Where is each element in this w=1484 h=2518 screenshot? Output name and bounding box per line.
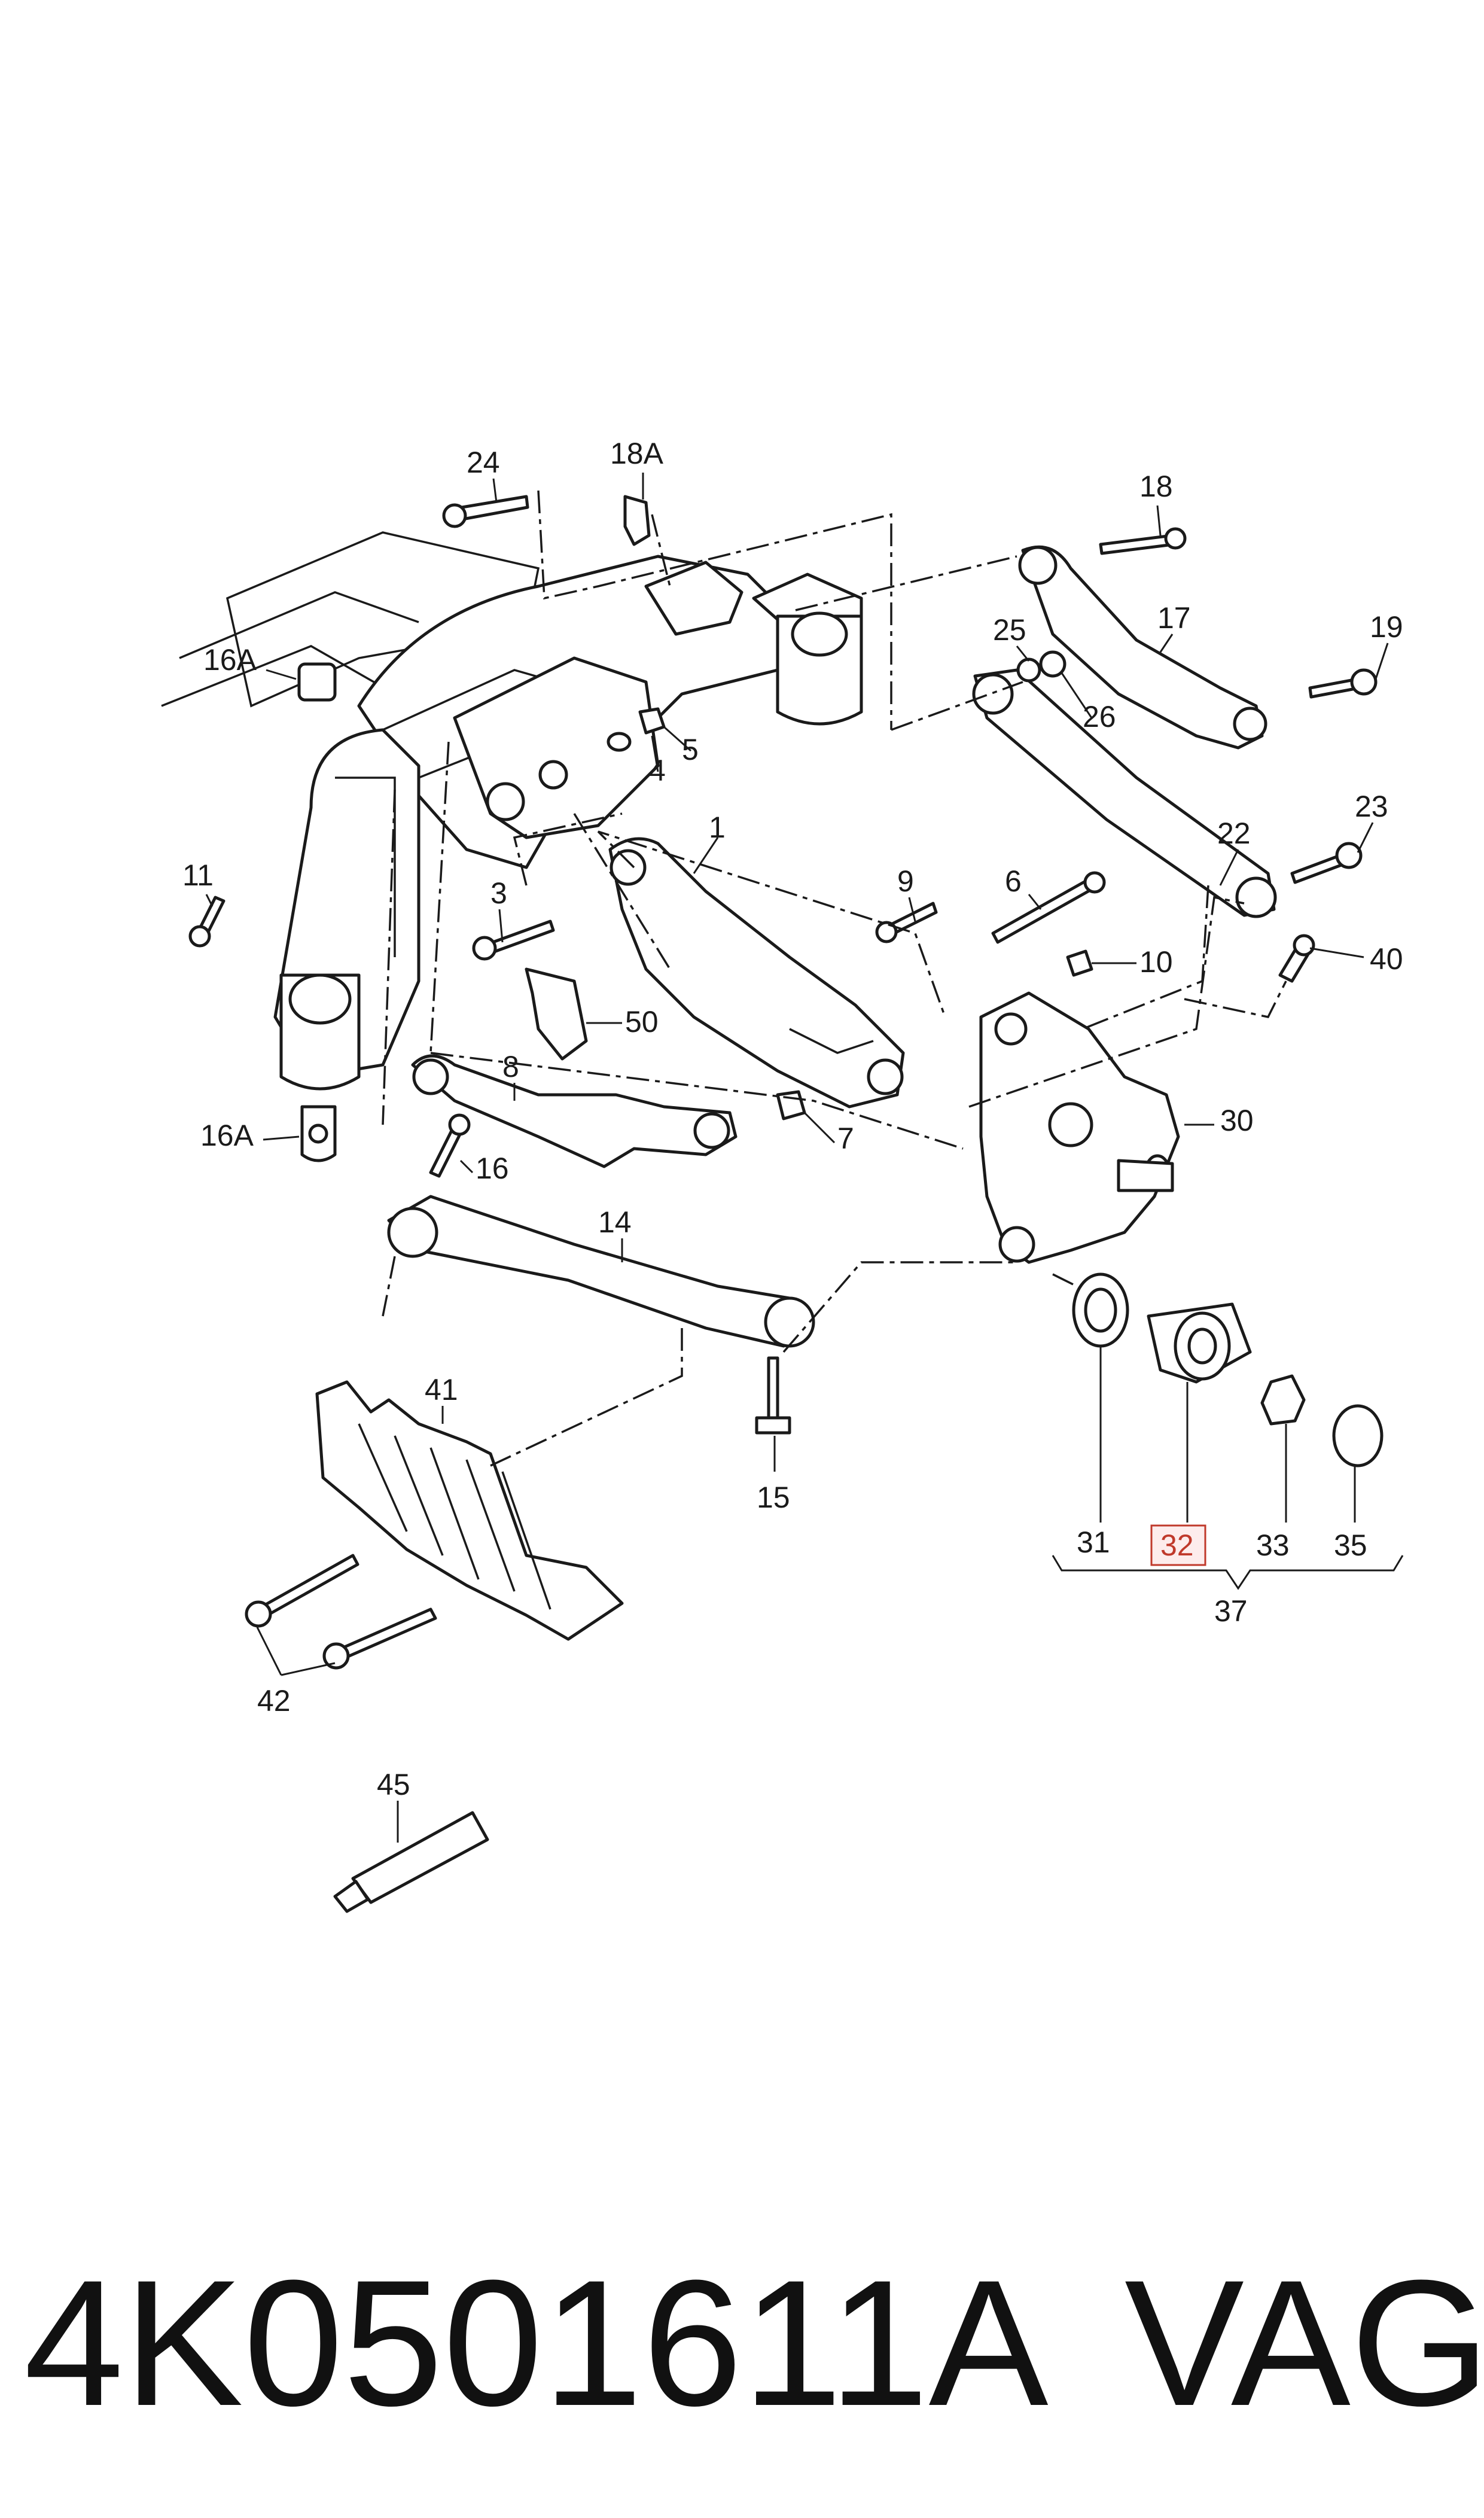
label-11: 11 (182, 858, 214, 892)
label-50: 50 (625, 1005, 659, 1039)
label-30: 30 (1220, 1104, 1254, 1137)
hub-assembly (1072, 1272, 1384, 1467)
underbody-panel (245, 1380, 624, 1670)
label-16a-bottom: 16A (200, 1119, 254, 1152)
assembly-lines (382, 490, 1287, 1467)
label-32-highlight-box (1150, 1524, 1206, 1566)
label-42: 42 (257, 1684, 291, 1718)
subframe (161, 531, 863, 1162)
label-31: 31 (1077, 1526, 1110, 1559)
label-1: 1 (709, 811, 726, 844)
label-22: 22 (1217, 817, 1251, 850)
label-26: 26 (1083, 700, 1116, 733)
label-8: 8 (502, 1050, 519, 1083)
label-17: 17 (1157, 601, 1191, 635)
label-10: 10 (1139, 945, 1173, 979)
label-45: 45 (377, 1768, 410, 1801)
label-19: 19 (1370, 610, 1403, 644)
label-4: 4 (649, 754, 666, 787)
label-25: 25 (993, 613, 1026, 647)
label-7: 7 (837, 1122, 854, 1155)
label-15: 15 (757, 1481, 790, 1514)
grease-tube (333, 1811, 489, 1913)
label-40: 40 (1370, 942, 1403, 976)
label-16a-top: 16A (203, 643, 257, 677)
wheel-carrier (979, 991, 1180, 1264)
label-3: 3 (490, 876, 507, 910)
label-6: 6 (1005, 864, 1022, 898)
label-37: 37 (1214, 1594, 1248, 1628)
bolts-and-fasteners (188, 495, 1378, 1435)
label-18a: 18A (610, 437, 664, 470)
leader-lines (205, 473, 1404, 1843)
label-18: 18 (1139, 470, 1173, 503)
label-23: 23 (1355, 790, 1388, 823)
label-9: 9 (897, 864, 914, 898)
label-41: 41 (425, 1373, 458, 1406)
control-arms (387, 545, 1277, 1348)
label-5: 5 (682, 733, 699, 766)
label-16: 16 (476, 1152, 509, 1185)
label-24: 24 (467, 446, 500, 479)
brand-name: VAG (1125, 2242, 1484, 2443)
callout-labels: 24 18A 18 17 19 25 26 16A 4 5 1 22 23 11… (182, 437, 1403, 1801)
part-number: 4K0501611A (24, 2242, 1049, 2443)
label-14: 14 (598, 1205, 632, 1239)
label-33: 33 (1256, 1529, 1290, 1562)
label-35: 35 (1334, 1529, 1367, 1562)
label-32: 32 (1160, 1529, 1194, 1562)
